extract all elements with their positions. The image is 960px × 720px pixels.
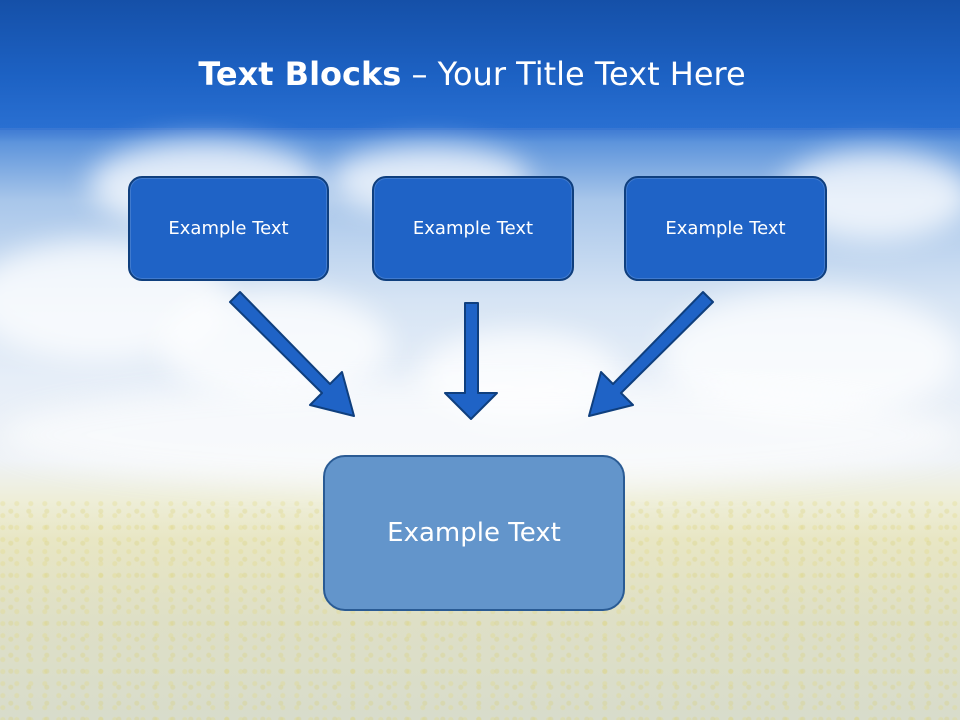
- title-regular: Your Title Text Here: [437, 55, 746, 93]
- title-bold: Text Blocks: [198, 55, 402, 93]
- text-block-label: Example Text: [168, 218, 289, 239]
- text-block-2[interactable]: Example Text: [372, 176, 574, 281]
- text-block-label: Example Text: [665, 218, 786, 239]
- title-separator: –: [401, 55, 438, 93]
- text-block-label: Example Text: [412, 218, 534, 239]
- text-block-3[interactable]: Example Text: [624, 176, 827, 281]
- page-title: Text Blocks – Your Title Text Here: [0, 52, 944, 96]
- text-block-1[interactable]: Example Text: [128, 176, 329, 281]
- target-block-label: Example Text: [387, 518, 561, 548]
- title-band: [0, 0, 960, 142]
- target-text-block[interactable]: Example Text: [323, 455, 625, 611]
